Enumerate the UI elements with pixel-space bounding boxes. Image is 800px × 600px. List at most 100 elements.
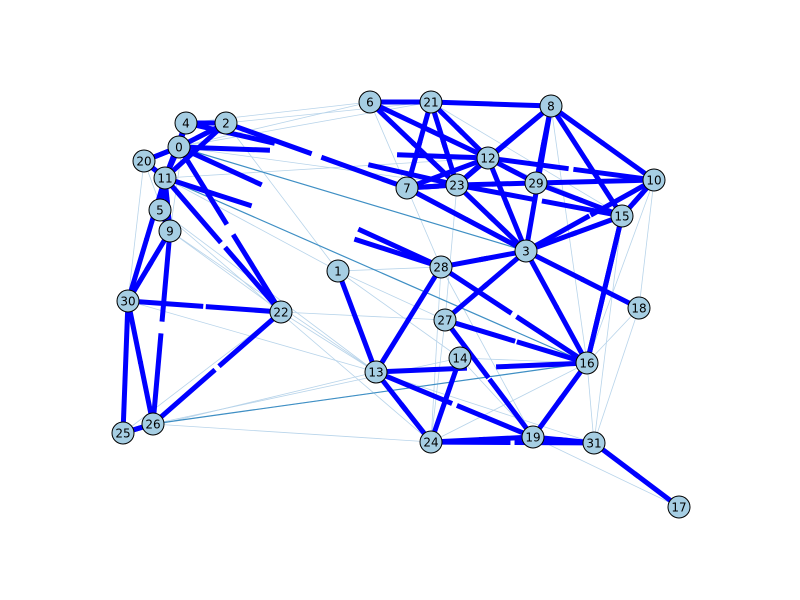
node-24: 24 [419, 430, 443, 454]
thick-edge-segment [627, 190, 645, 210]
thick-edge-segment [536, 116, 552, 179]
node-28: 28 [429, 255, 453, 279]
thick-edge-16-13 [386, 360, 577, 375]
thin-edge-11-1 [164, 177, 339, 272]
node-label: 16 [579, 357, 594, 371]
thin-edge-16-31 [586, 362, 595, 444]
thin-edge-22-27 [280, 311, 446, 321]
node-label: 17 [671, 501, 686, 515]
node-label: 19 [525, 431, 540, 445]
thick-edge-segment [489, 167, 511, 209]
thick-edge-segment [120, 366, 129, 423]
node-circle [642, 168, 666, 192]
thick-edge-segment [467, 184, 538, 203]
thick-edge-21-12 [437, 107, 482, 153]
node-label: 24 [423, 436, 438, 450]
thin-edge-10-18 [638, 179, 655, 309]
node-2: 2 [214, 111, 238, 135]
thick-edge-segment [376, 107, 417, 147]
node-circle [539, 94, 563, 118]
thick-edge-segment [454, 320, 516, 344]
thin-edge-1-27 [337, 270, 446, 321]
thick-edge-segment [137, 361, 154, 414]
node-circle [132, 149, 156, 173]
thin-edge-22-13 [280, 311, 377, 373]
node-31: 31 [582, 431, 606, 455]
thick-edge-segment [427, 127, 480, 156]
thick-edge-segment [503, 200, 525, 242]
thick-edge-segment [189, 144, 271, 153]
node-circle [429, 255, 453, 279]
node-label: 10 [646, 174, 661, 188]
thick-edge-segment [159, 241, 172, 322]
node-label: 11 [157, 172, 172, 186]
thick-edge-segment [553, 305, 584, 355]
thick-edge-30-25 [120, 311, 131, 423]
thick-edge-10-15 [627, 186, 649, 210]
thick-edge-0-20 [153, 148, 170, 160]
thick-edge-26-9 [151, 241, 172, 414]
thick-edge-segment [128, 238, 150, 292]
node-6: 6 [358, 90, 382, 114]
thin-edge-28-24 [430, 266, 442, 443]
node-circle [521, 425, 545, 449]
node-label: 28 [433, 261, 448, 275]
node-label: 23 [449, 179, 464, 193]
node-18: 18 [627, 296, 651, 320]
thick-edge-segment [516, 339, 578, 363]
node-circle [364, 360, 388, 384]
thick-edge-29-15 [545, 184, 613, 215]
thick-edge-segment [573, 166, 644, 182]
thick-edge-segment [205, 304, 271, 314]
thick-edge-9-30 [131, 239, 167, 293]
thick-edge-12-23 [463, 163, 482, 180]
thick-edge-segment [495, 360, 577, 370]
thin-edge-27-24 [430, 319, 446, 443]
node-circle [158, 219, 182, 243]
thin-edge-23-27 [444, 184, 458, 321]
thick-edge-23-3 [463, 190, 520, 246]
node-20: 20 [132, 149, 156, 173]
thick-edge-3-28 [451, 250, 516, 268]
node-circle [174, 111, 198, 135]
thin-edge-18-16 [586, 307, 640, 364]
thick-edge-27-3 [451, 256, 520, 315]
node-label: 27 [437, 314, 452, 328]
thick-edge-11-22 [170, 184, 276, 306]
node-label: 9 [166, 225, 174, 239]
thick-edge-30-22 [138, 299, 271, 314]
node-circle [167, 135, 191, 159]
thick-edge-segment [122, 311, 131, 368]
thick-edge-29-10 [546, 177, 644, 186]
thick-edge-segment [465, 217, 518, 249]
thick-edge-segment [320, 154, 398, 187]
thin-edge-1-28 [337, 266, 442, 272]
thick-edge-30-26 [127, 311, 154, 414]
node-label: 1 [334, 265, 342, 279]
node-label: 31 [586, 437, 601, 451]
thick-edge-segment [451, 281, 490, 315]
node-circle [575, 351, 599, 375]
thick-edge-0-22 [182, 155, 278, 304]
thick-edge-segment [235, 124, 313, 157]
node-circle [111, 421, 135, 445]
node-circle [419, 430, 443, 454]
thick-edge-21-8 [441, 99, 541, 109]
node-label: 3 [522, 245, 530, 259]
thick-edge-2-7 [235, 124, 398, 187]
thick-edge-segment [353, 318, 375, 363]
node-label: 20 [136, 155, 151, 169]
thick-edge-12-10 [498, 156, 644, 182]
thick-edge-16-19 [537, 370, 583, 430]
thick-edge-segment [489, 101, 541, 109]
thin-edge-18-31 [593, 307, 640, 444]
mid-edge-11-16 [164, 177, 588, 364]
thick-edge-segment [570, 217, 613, 237]
node-label: 26 [145, 418, 160, 432]
thick-edge-segment [479, 435, 523, 443]
node-label: 14 [452, 352, 467, 366]
node-label: 13 [368, 366, 383, 380]
thick-edge-segment [557, 436, 584, 445]
node-circle [627, 296, 651, 320]
thick-edge-segment [601, 447, 640, 479]
